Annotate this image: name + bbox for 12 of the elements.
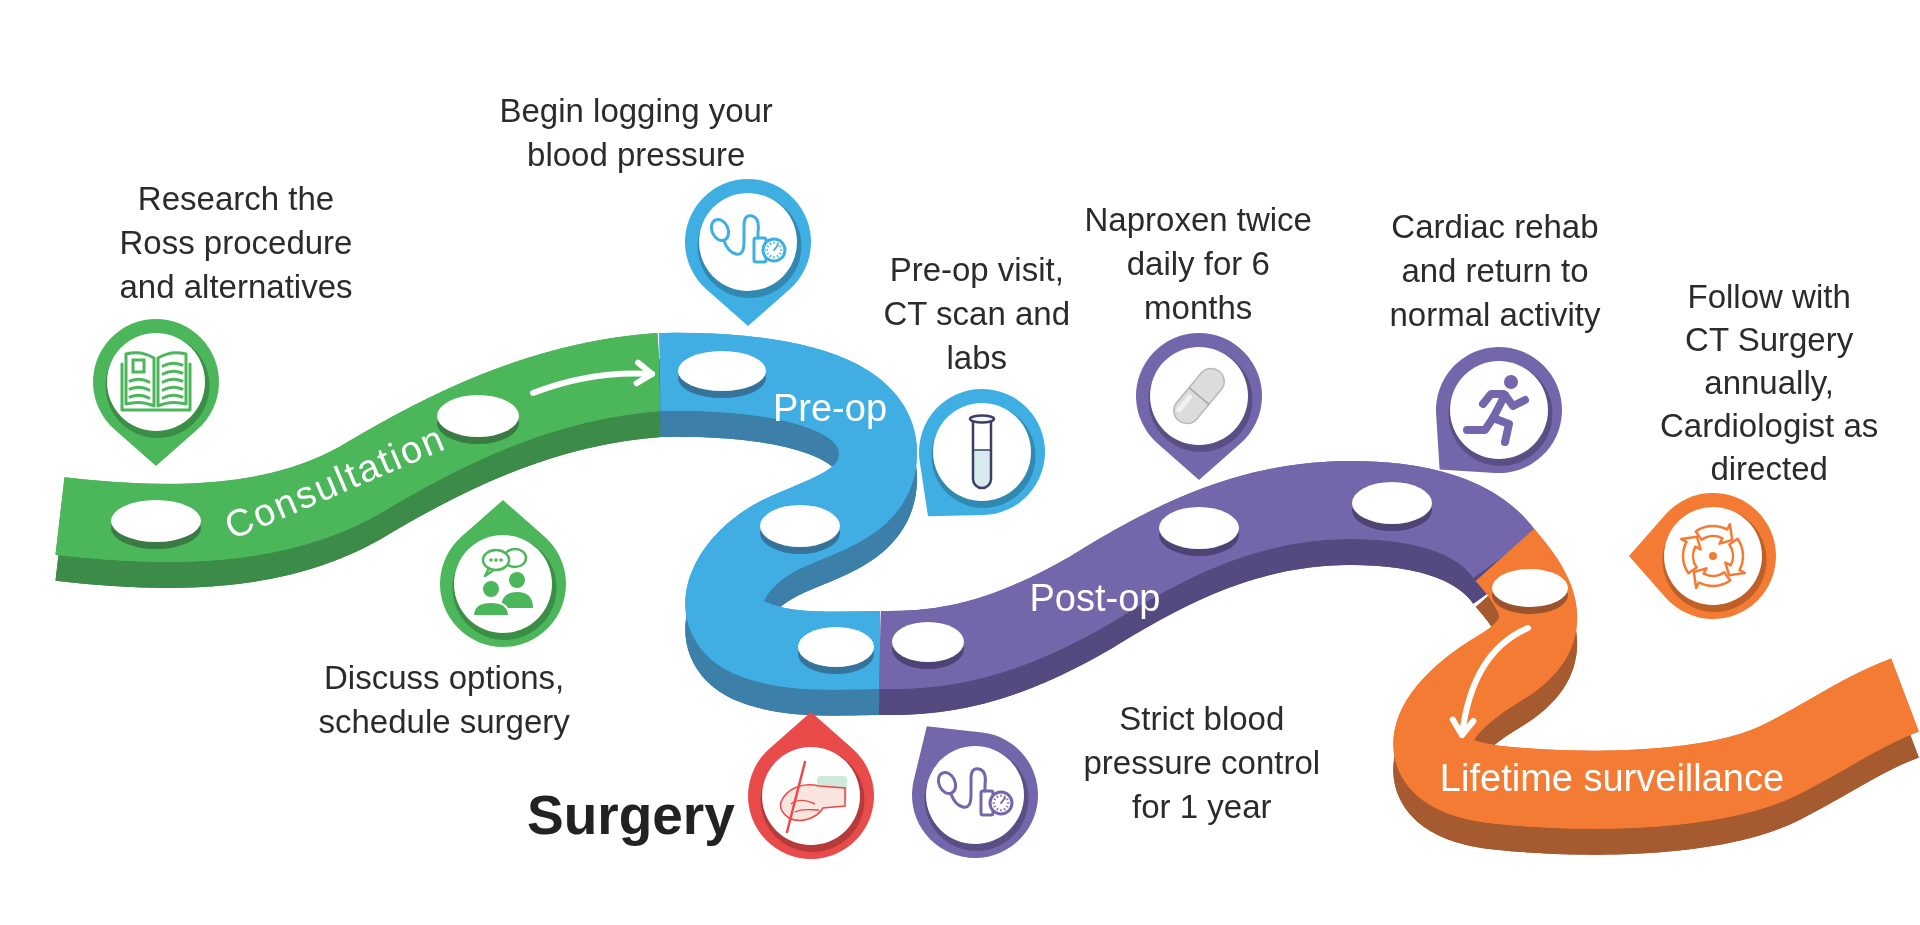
phase-label: Post-op (1029, 576, 1161, 620)
phase-label: Pre-op (772, 386, 888, 430)
step-caption: Strict blood pressure control for 1 year (1083, 699, 1321, 827)
step-caption: Cardiac rehab and return to normal activity (1389, 207, 1601, 335)
step-caption: Surgery (527, 783, 735, 847)
step-caption: Naproxen twice daily for 6 months (1084, 200, 1312, 328)
step-caption: Pre-op visit, CT scan and labs (883, 250, 1070, 378)
step-caption: Follow with CT Surgery annually, Cardiologist as directed (1660, 277, 1879, 489)
step-caption: Discuss options, schedule surgery (318, 658, 570, 742)
step-caption: Begin logging your blood pressure (499, 91, 773, 175)
step-caption: Research the Ross procedure and alternatives (119, 179, 353, 307)
phase-label: Lifetime surveillance (1439, 756, 1785, 800)
